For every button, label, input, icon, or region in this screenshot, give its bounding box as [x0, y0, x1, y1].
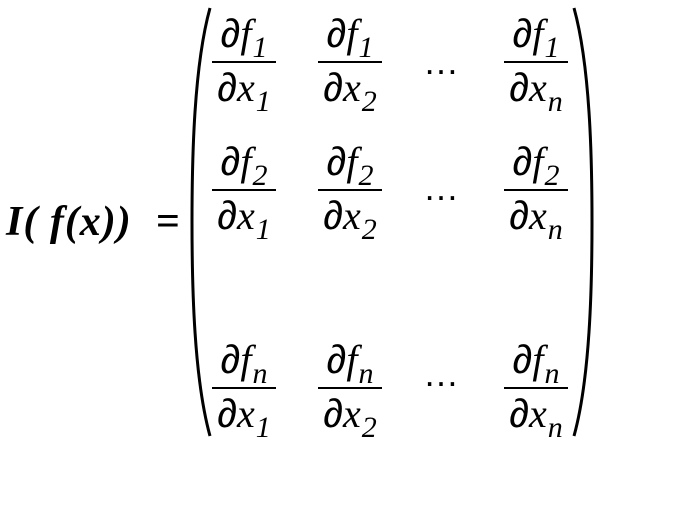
numerator-variable: f	[532, 337, 544, 382]
denominator-variable: x	[237, 391, 255, 436]
partial-symbol: ∂	[220, 140, 241, 184]
partial-symbol: ∂	[509, 194, 529, 238]
right-parenthesis	[572, 7, 594, 437]
fraction-bar	[212, 61, 276, 63]
numerator-variable: f	[240, 11, 252, 56]
numerator-subscript: 2	[544, 159, 560, 192]
numerator-subscript: 2	[358, 159, 374, 192]
numerator-subscript: 2	[252, 159, 268, 192]
denominator-variable: x	[529, 391, 547, 436]
left-parenthesis	[190, 7, 212, 437]
denominator-variable: x	[529, 193, 547, 238]
denominator-subscript: 1	[255, 213, 271, 246]
denominator-subscript: n	[547, 411, 563, 444]
partial-symbol: ∂	[323, 66, 343, 110]
ellipsis-rn: …	[423, 353, 461, 394]
partial-symbol: ∂	[217, 66, 237, 110]
ellipsis-r1: …	[423, 41, 461, 82]
numerator-subscript: 1	[358, 31, 374, 64]
numerator-variable: f	[346, 337, 358, 382]
fraction-bar	[318, 189, 382, 191]
matrix-entry-r2-c1: ∂f2 ∂x1	[210, 136, 278, 246]
ellipsis-r2: …	[423, 167, 461, 208]
denominator-variable: x	[237, 193, 255, 238]
fraction-bar	[504, 387, 568, 389]
numerator-subscript: 1	[544, 31, 560, 64]
fraction-bar	[212, 387, 276, 389]
numerator-variable: f	[346, 11, 358, 56]
denominator-subscript: 2	[361, 411, 377, 444]
partial-symbol: ∂	[326, 338, 347, 382]
numerator-variable: f	[346, 139, 358, 184]
partial-symbol: ∂	[220, 12, 241, 56]
denominator-variable: x	[237, 65, 255, 110]
matrix-entry-rn-c2: ∂fn ∂x2	[316, 334, 384, 444]
numerator-subscript: n	[544, 357, 560, 390]
fraction-bar	[504, 61, 568, 63]
fraction-bar	[318, 61, 382, 63]
denominator-subscript: 2	[361, 85, 377, 118]
denominator-subscript: n	[547, 85, 563, 118]
matrix-entry-r2-c2: ∂f2 ∂x2	[316, 136, 384, 246]
partial-symbol: ∂	[323, 194, 343, 238]
denominator-subscript: 1	[255, 411, 271, 444]
partial-symbol: ∂	[323, 392, 343, 436]
lhs-expression: I( f(x))	[6, 199, 132, 245]
fraction-bar	[212, 189, 276, 191]
equals-sign: =	[156, 199, 180, 245]
numerator-subscript: n	[358, 357, 374, 390]
partial-symbol: ∂	[509, 392, 529, 436]
fraction-bar	[504, 189, 568, 191]
denominator-subscript: n	[547, 213, 563, 246]
numerator-variable: f	[532, 139, 544, 184]
numerator-subscript: n	[252, 357, 268, 390]
partial-symbol: ∂	[217, 392, 237, 436]
matrix-entry-r1-c2: ∂f1 ∂x2	[316, 8, 384, 118]
numerator-variable: f	[532, 11, 544, 56]
denominator-variable: x	[343, 391, 361, 436]
partial-symbol: ∂	[512, 12, 533, 56]
matrix-entry-rn-cn: ∂fn ∂xn	[502, 334, 570, 444]
partial-symbol: ∂	[326, 140, 347, 184]
denominator-subscript: 1	[255, 85, 271, 118]
denominator-variable: x	[529, 65, 547, 110]
partial-symbol: ∂	[512, 140, 533, 184]
partial-symbol: ∂	[509, 66, 529, 110]
numerator-variable: f	[240, 337, 252, 382]
matrix-entry-r2-cn: ∂f2 ∂xn	[502, 136, 570, 246]
matrix-entry-r1-c1: ∂f1 ∂x1	[210, 8, 278, 118]
numerator-subscript: 1	[252, 31, 268, 64]
numerator-variable: f	[240, 139, 252, 184]
denominator-variable: x	[343, 193, 361, 238]
denominator-subscript: 2	[361, 213, 377, 246]
matrix-entry-rn-c1: ∂fn ∂x1	[210, 334, 278, 444]
partial-symbol: ∂	[220, 338, 241, 382]
denominator-variable: x	[343, 65, 361, 110]
fraction-bar	[318, 387, 382, 389]
partial-symbol: ∂	[217, 194, 237, 238]
partial-symbol: ∂	[326, 12, 347, 56]
partial-symbol: ∂	[512, 338, 533, 382]
matrix-entry-r1-cn: ∂f1 ∂xn	[502, 8, 570, 118]
